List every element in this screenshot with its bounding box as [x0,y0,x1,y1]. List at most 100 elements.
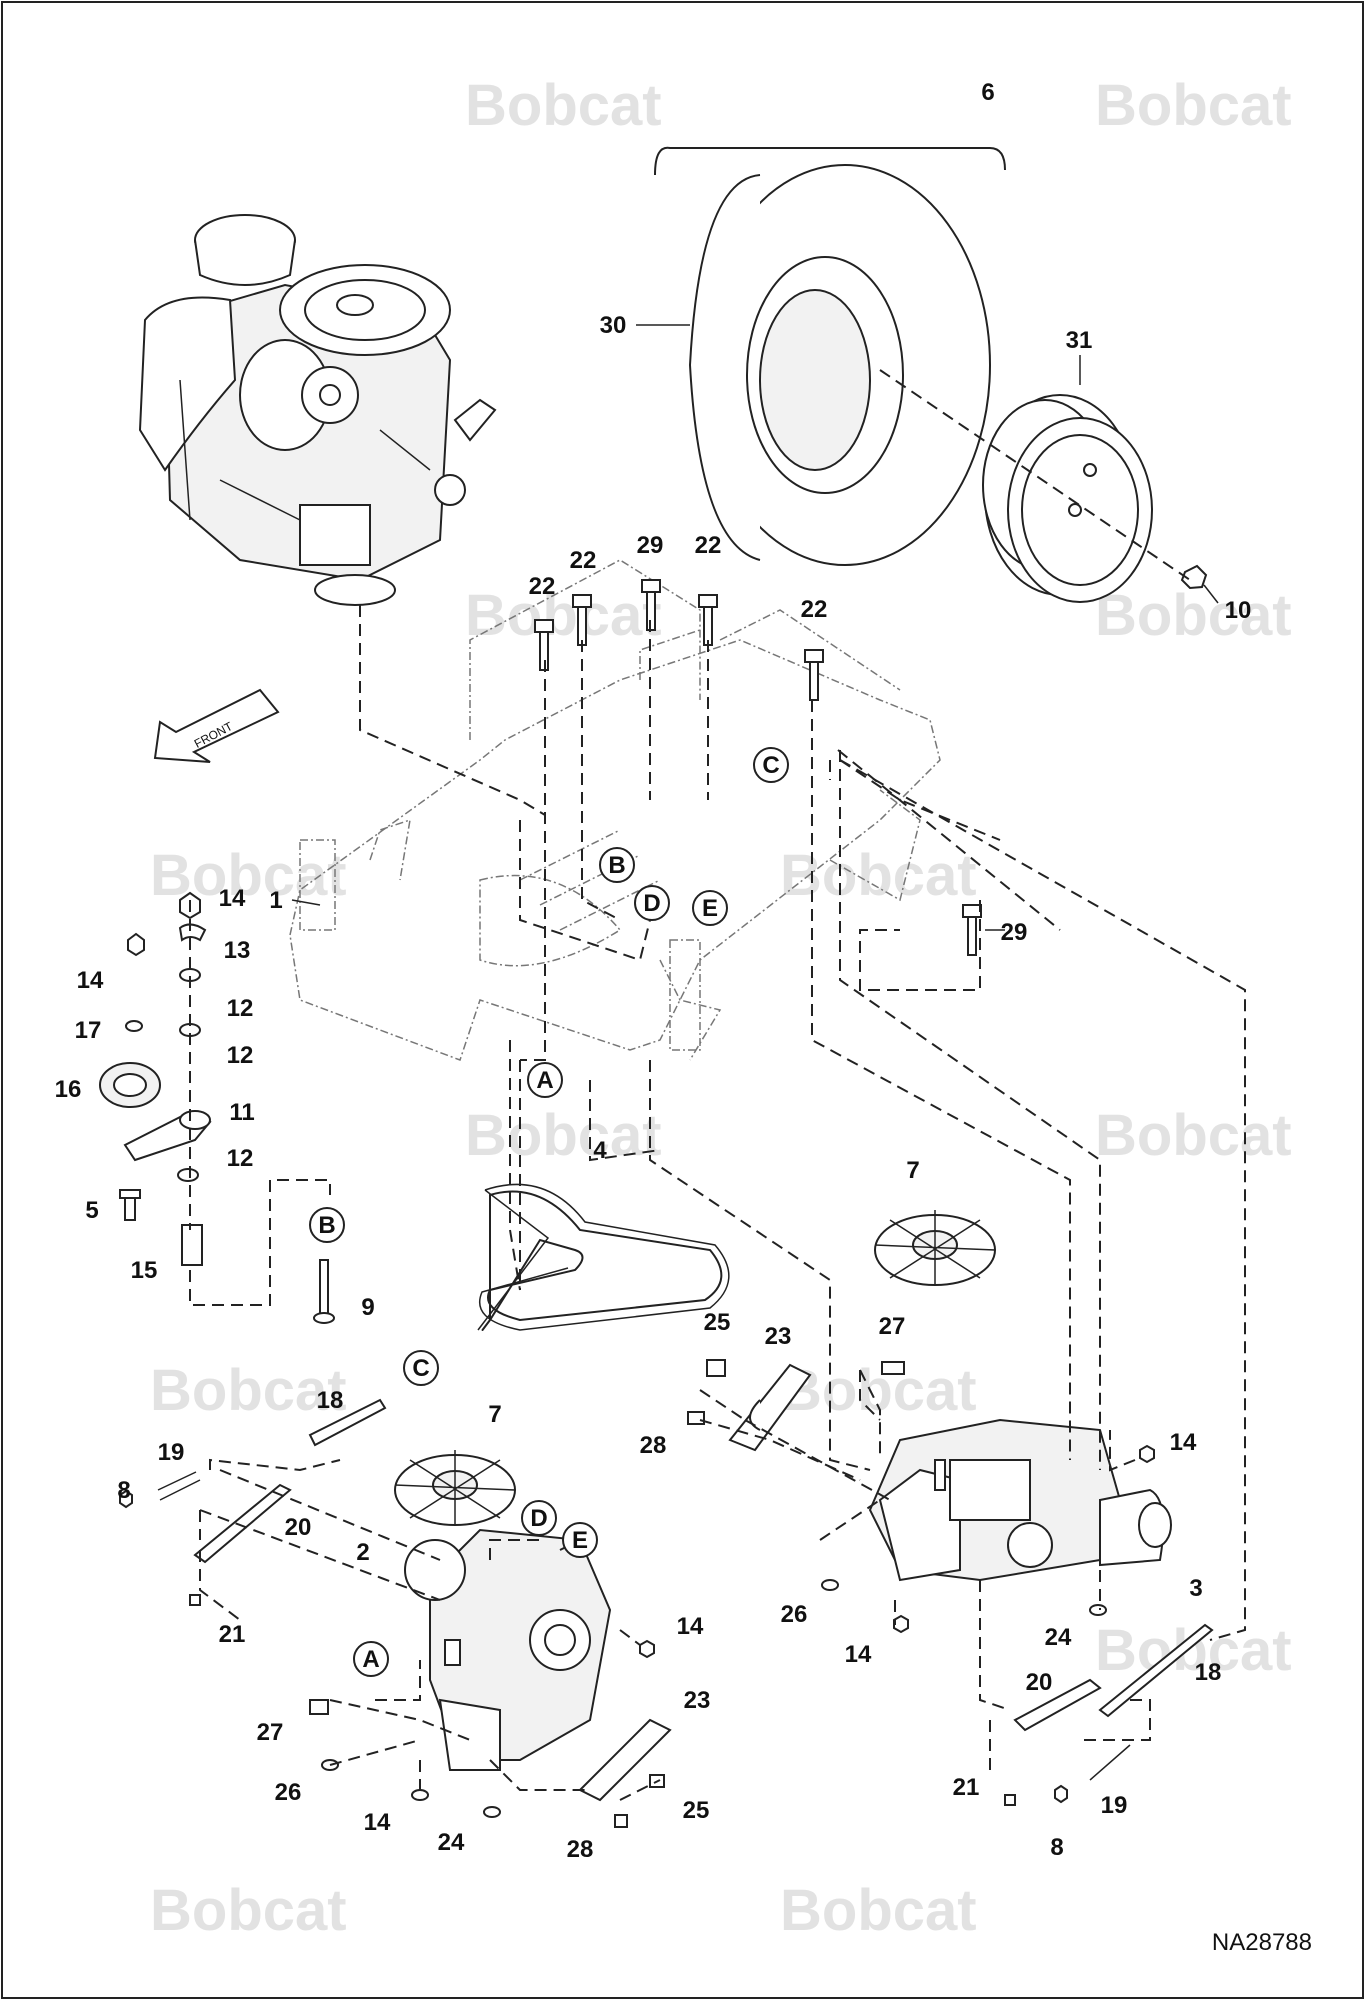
callout: 5 [85,1197,98,1224]
leader-lines [291,324,1219,931]
watermark: Bobcat [150,1358,347,1423]
left-transaxle-illustration [404,1528,612,1771]
callout: 9 [361,1294,374,1321]
callout: 27 [257,1719,284,1746]
watermark: Bobcat [1095,1618,1292,1683]
engine-illustration [138,214,497,606]
callout: 30 [600,312,627,339]
callout: 10 [1225,597,1252,624]
callout: 14 [77,967,104,994]
watermark: Bobcat [780,1878,977,1943]
reference-letter: A [536,1067,553,1094]
callout: 15 [131,1257,158,1284]
callout: 1 [269,887,282,914]
idler-parts [99,891,335,1324]
callout: 14 [1170,1429,1197,1456]
callout: 14 [364,1809,391,1836]
reference-letter: A [362,1646,379,1673]
callout: 22 [801,596,828,623]
watermark: Bobcat [1095,73,1292,138]
callout: 18 [317,1387,344,1414]
callout: 17 [75,1017,102,1044]
reference-letters: C B D E A B C D E A [309,747,789,1677]
callout: 19 [158,1439,185,1466]
callout: 13 [224,937,251,964]
drive-belt-illustration [477,1183,730,1331]
callout: 25 [683,1797,710,1824]
callout: 22 [570,547,597,574]
part-callouts: 6 30 31 10 22 22 29 22 22 29 1 14 13 14 … [55,79,1252,1863]
callout: 21 [219,1621,246,1648]
callout: 3 [1189,1575,1202,1602]
callout: 24 [438,1829,465,1856]
callout: 12 [227,1145,254,1172]
right-fan-illustration [874,1210,996,1286]
callout: 11 [229,1099,254,1126]
callout: 23 [765,1323,792,1350]
watermark: Bobcat [1095,583,1292,648]
callout: 22 [695,532,722,559]
reference-letter: C [762,752,779,779]
callout: 22 [529,573,556,600]
callout: 31 [1066,327,1093,354]
callout: 27 [879,1313,906,1340]
callout: 28 [640,1432,667,1459]
reference-letter: C [412,1355,429,1382]
left-small-parts [119,1398,665,1828]
left-fan-illustration [394,1450,516,1526]
callout: 20 [1026,1669,1053,1696]
watermark: Bobcat [465,73,662,138]
callout: 6 [981,79,994,106]
callout: 14 [845,1641,872,1668]
reference-letter: B [318,1212,335,1239]
callout: 7 [906,1157,919,1184]
left-bracket-illustration [578,1718,672,1802]
callout: 21 [953,1774,980,1801]
callout: 20 [285,1514,312,1541]
assembly-dashed-lines [199,605,1246,1801]
callout: 4 [593,1137,607,1164]
callout: 2 [356,1539,369,1566]
callout: 8 [117,1477,130,1504]
callout: 14 [677,1613,704,1640]
watermark: Bobcat [1095,1103,1292,1168]
callout: 12 [227,1042,254,1069]
watermark: Bobcat [150,843,347,908]
watermark: Bobcat [780,1358,977,1423]
reference-letter: E [702,895,718,922]
callout: 23 [684,1687,711,1714]
callout: 14 [219,885,246,912]
bolt-icons [534,579,982,956]
callout: 25 [704,1309,731,1336]
callout: 8 [1050,1834,1063,1861]
watermark: Bobcat [465,1103,662,1168]
reference-letter: D [530,1505,547,1532]
watermark: Bobcat [465,583,662,648]
right-small-parts [687,1359,1214,1806]
callout: 19 [1101,1792,1128,1819]
callout: 7 [488,1401,501,1428]
reference-letter: D [643,890,660,917]
callout: 16 [55,1076,82,1103]
assembly-bracket [654,146,1006,176]
tire-illustration [688,164,991,566]
callout: 24 [1045,1624,1072,1651]
reference-letter: B [608,852,625,879]
front-arrow: FRONT [153,688,280,763]
drawing-code: NA28788 [1212,1929,1312,1956]
callout: 29 [1001,919,1028,946]
right-transaxle-illustration [868,1418,1172,1582]
callout: 29 [637,532,664,559]
rim-illustration [982,394,1153,603]
reference-letter: E [572,1527,588,1554]
callout: 28 [567,1836,594,1863]
watermark: Bobcat [150,1878,347,1943]
callout: 18 [1195,1659,1222,1686]
lug-nut-icon [1180,564,1208,590]
callout: 12 [227,995,254,1022]
callout: 26 [275,1779,302,1806]
frame-illustration [289,559,941,1061]
callout: 26 [781,1601,808,1628]
